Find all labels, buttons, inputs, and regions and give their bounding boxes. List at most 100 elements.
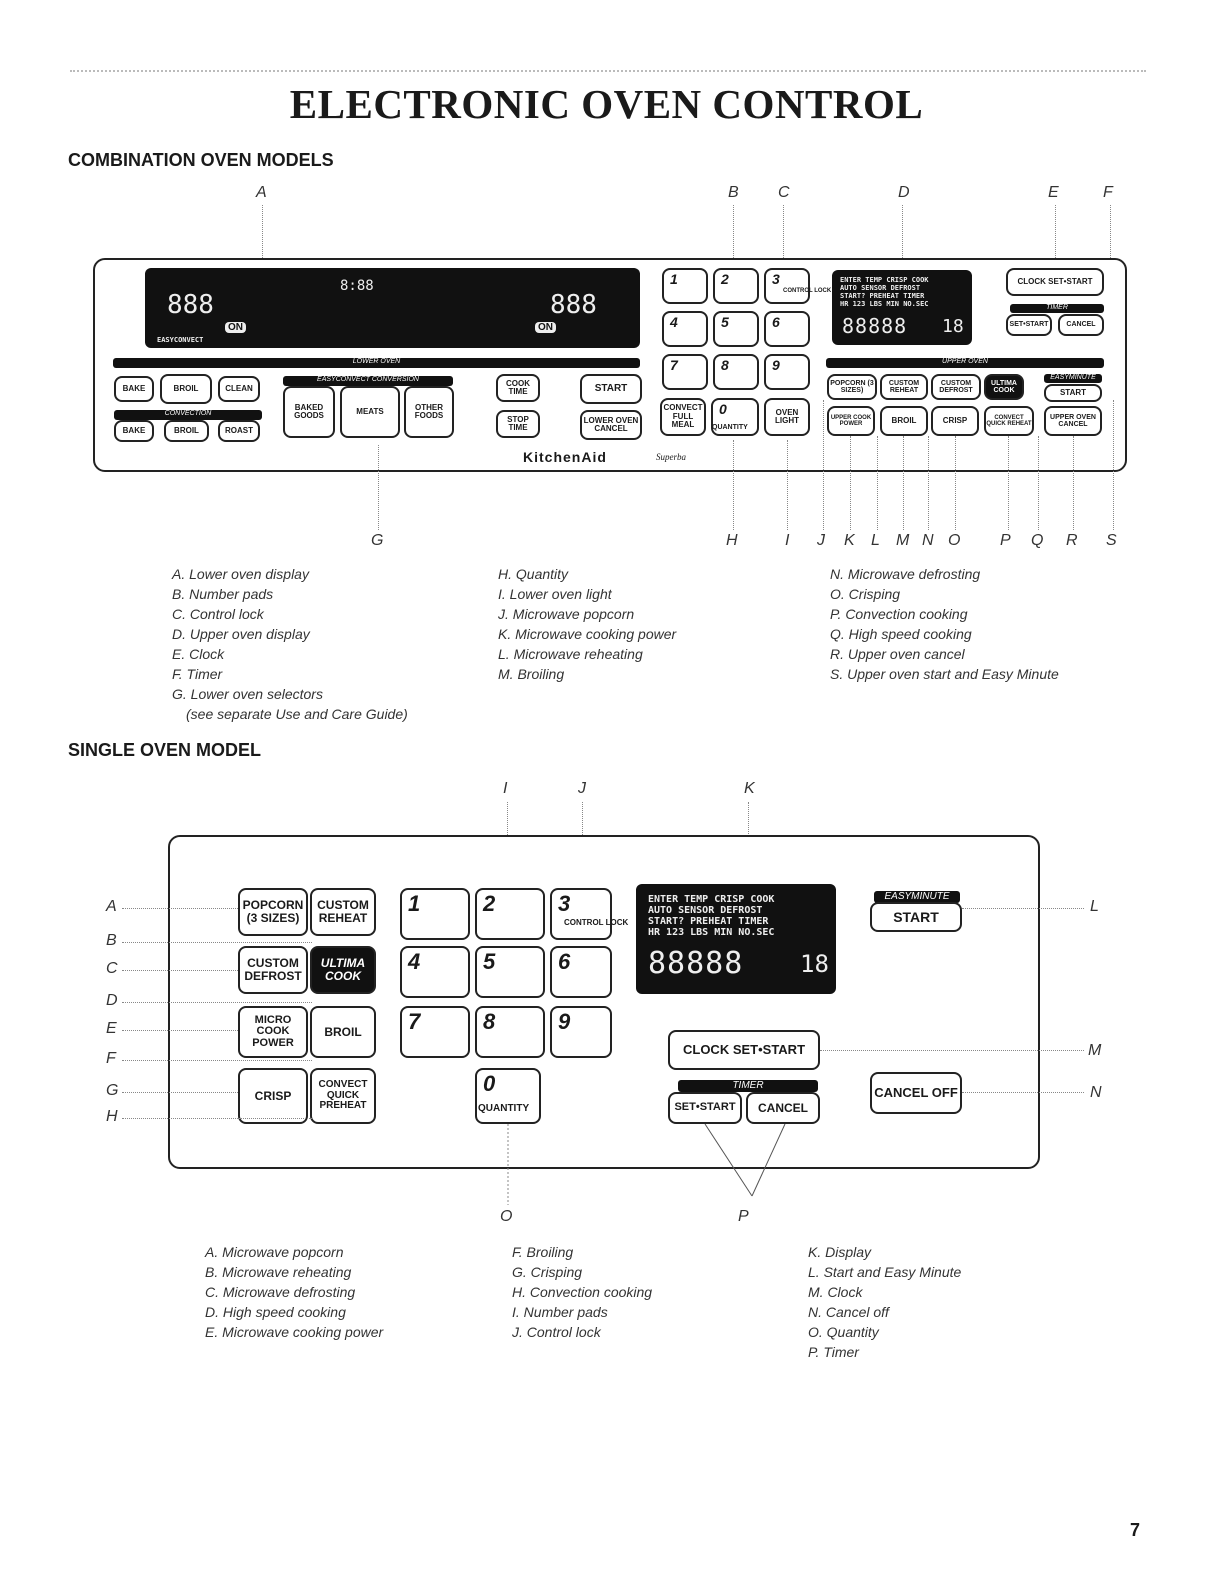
combo-custom-defrost-button[interactable]: CUSTOM DEFROST bbox=[931, 374, 981, 400]
oven-light-button[interactable]: OVEN LIGHT bbox=[764, 398, 810, 436]
single-timer-set-start-button[interactable]: SET•START bbox=[668, 1092, 742, 1124]
single-clock-button[interactable]: CLOCK SET•START bbox=[668, 1030, 820, 1070]
baked-goods-button[interactable]: BAKED GOODS bbox=[283, 386, 335, 438]
convect-broil-button[interactable]: BROIL bbox=[164, 420, 209, 442]
single-key-0[interactable]: 0 bbox=[475, 1068, 541, 1124]
single-custom-defrost-button[interactable]: CUSTOM DEFROST bbox=[238, 946, 308, 994]
leader-j bbox=[823, 400, 824, 530]
upper-display-digits: 88888 bbox=[842, 314, 908, 338]
upper-cook-power-button[interactable]: UPPER COOK POWER bbox=[827, 406, 875, 436]
single-letter-c: C bbox=[106, 960, 118, 977]
single-letter-b: B bbox=[106, 932, 117, 949]
lower-clean-button[interactable]: CLEAN bbox=[218, 376, 260, 402]
leader-r bbox=[1073, 436, 1074, 530]
combo-key-2[interactable]: 2 bbox=[713, 268, 759, 304]
combo-letter-o: O bbox=[948, 532, 961, 549]
combo-key-5[interactable]: 5 bbox=[713, 311, 759, 347]
single-key-4[interactable]: 4 bbox=[400, 946, 470, 998]
single-popcorn-button[interactable]: POPCORN (3 SIZES) bbox=[238, 888, 308, 936]
convect-full-meal-button[interactable]: CONVECT FULL MEAL bbox=[660, 398, 706, 436]
single-display-line4: HR 123 LBS MIN NO.SEC bbox=[648, 927, 775, 938]
legend-item: A. Lower oven display bbox=[172, 566, 309, 582]
legend-item: A. Microwave popcorn bbox=[205, 1244, 344, 1260]
legend-item: G. Lower oven selectors bbox=[172, 686, 323, 702]
lower-bake-button[interactable]: BAKE bbox=[114, 376, 154, 402]
combo-popcorn-button[interactable]: POPCORN (3 SIZES) bbox=[827, 374, 877, 400]
stop-time-button[interactable]: STOP TIME bbox=[496, 410, 540, 438]
legend-item: B. Number pads bbox=[172, 586, 274, 602]
legend-item: R. Upper oven cancel bbox=[830, 646, 965, 662]
single-ultima-cook-button[interactable]: ULTIMA COOK bbox=[310, 946, 376, 994]
combo-crisp-button[interactable]: CRISP bbox=[931, 406, 979, 436]
single-letter-k: K bbox=[744, 780, 755, 797]
combo-clock-button[interactable]: CLOCK SET•START bbox=[1006, 268, 1104, 296]
combo-custom-reheat-button[interactable]: CUSTOM REHEAT bbox=[880, 374, 928, 400]
combo-timer-cancel-button[interactable]: CANCEL bbox=[1058, 314, 1104, 336]
combo-upper-start-button[interactable]: START bbox=[1044, 384, 1102, 402]
combo-key-1[interactable]: 1 bbox=[662, 268, 708, 304]
legend-item: F. Broiling bbox=[512, 1244, 574, 1260]
combo-key-4[interactable]: 4 bbox=[662, 311, 708, 347]
upper-display-line1: ENTER TEMP CRISP COOK bbox=[840, 276, 929, 284]
combo-key-3[interactable]: 3 bbox=[764, 268, 810, 304]
combo-ultima-cook-button[interactable]: ULTIMA COOK bbox=[984, 374, 1024, 400]
single-cancel-off-button[interactable]: CANCEL OFF bbox=[870, 1072, 962, 1114]
combo-timer-set-start-button[interactable]: SET•START bbox=[1006, 314, 1052, 336]
combo-letter-p: P bbox=[1000, 532, 1011, 549]
single-letter-d: D bbox=[106, 992, 118, 1009]
convect-roast-button[interactable]: ROAST bbox=[218, 420, 260, 442]
single-key-8[interactable]: 8 bbox=[475, 1006, 545, 1058]
combo-letter-m: M bbox=[896, 532, 910, 549]
combo-key-0[interactable]: 0 bbox=[711, 398, 759, 436]
lower-oven-cancel-button[interactable]: LOWER OVEN CANCEL bbox=[580, 410, 642, 440]
single-leader-c bbox=[122, 970, 238, 971]
single-key-7[interactable]: 7 bbox=[400, 1006, 470, 1058]
single-leader-a bbox=[122, 908, 238, 909]
combo-key-6[interactable]: 6 bbox=[764, 311, 810, 347]
combo-convect-quick-reheat-button[interactable]: CONVECT QUICK REHEAT bbox=[984, 406, 1034, 436]
single-leader-e bbox=[122, 1030, 238, 1031]
single-broil-button[interactable]: BROIL bbox=[310, 1006, 376, 1058]
other-foods-button[interactable]: OTHER FOODS bbox=[404, 386, 454, 438]
legend-item: E. Microwave cooking power bbox=[205, 1324, 384, 1340]
meats-button[interactable]: MEATS bbox=[340, 386, 400, 438]
single-convect-quick-preheat-button[interactable]: CONVECT QUICK PREHEAT bbox=[310, 1068, 376, 1124]
single-start-button[interactable]: START bbox=[870, 902, 962, 932]
single-micro-cook-power-button[interactable]: MICRO COOK POWER bbox=[238, 1006, 308, 1058]
upper-display-line3: START? PREHEAT TIMER bbox=[840, 292, 925, 300]
legend-item: M. Clock bbox=[808, 1284, 863, 1300]
convect-bake-button[interactable]: BAKE bbox=[114, 420, 154, 442]
upper-oven-cancel-button[interactable]: UPPER OVEN CANCEL bbox=[1044, 406, 1102, 436]
single-timer-cancel-button[interactable]: CANCEL bbox=[746, 1092, 820, 1124]
single-leader-b bbox=[122, 942, 312, 943]
leader-h bbox=[733, 440, 734, 530]
single-key-5[interactable]: 5 bbox=[475, 946, 545, 998]
single-display: ENTER TEMP CRISP COOK AUTO SENSOR DEFROS… bbox=[636, 884, 836, 994]
leader-n bbox=[928, 436, 929, 530]
single-control-lock-label: CONTROL LOCK bbox=[564, 918, 629, 927]
lower-start-button[interactable]: START bbox=[580, 374, 642, 404]
combo-key-9[interactable]: 9 bbox=[764, 354, 810, 390]
upper-display-line4: HR 123 LBS MIN NO.SEC bbox=[840, 300, 929, 308]
single-key-6[interactable]: 6 bbox=[550, 946, 612, 998]
single-heading: SINGLE OVEN MODEL bbox=[68, 740, 262, 760]
cook-time-button[interactable]: COOK TIME bbox=[496, 374, 540, 402]
combo-easy-minute-bar: EASYMINUTE bbox=[1044, 374, 1102, 383]
combo-letter-l: L bbox=[871, 532, 880, 549]
lower-broil-button[interactable]: BROIL bbox=[160, 374, 212, 404]
single-crisp-button[interactable]: CRISP bbox=[238, 1068, 308, 1124]
legend-item: Q. High speed cooking bbox=[830, 626, 972, 642]
combo-heading: COMBINATION OVEN MODELS bbox=[68, 150, 334, 170]
legend-item: M. Broiling bbox=[498, 666, 565, 682]
single-key-1[interactable]: 1 bbox=[400, 888, 470, 940]
single-key-9[interactable]: 9 bbox=[550, 1006, 612, 1058]
single-key-3[interactable]: 3 bbox=[550, 888, 612, 940]
lower-display-on-left: ON bbox=[225, 322, 246, 333]
combo-key-8[interactable]: 8 bbox=[713, 354, 759, 390]
upper-display-pwr-digits: 18 bbox=[942, 316, 964, 337]
single-custom-reheat-button[interactable]: CUSTOM REHEAT bbox=[310, 888, 376, 936]
combo-key-7[interactable]: 7 bbox=[662, 354, 708, 390]
single-key-2[interactable]: 2 bbox=[475, 888, 545, 940]
combo-broil-button[interactable]: BROIL bbox=[880, 406, 928, 436]
